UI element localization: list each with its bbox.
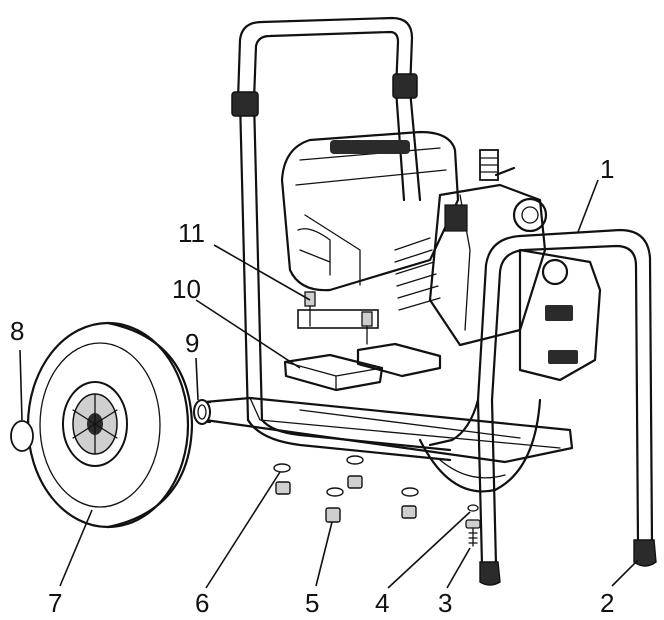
mounting-bolts bbox=[297, 291, 379, 345]
bolt-icon bbox=[361, 311, 373, 345]
nut-icon bbox=[325, 507, 341, 523]
screw-icon bbox=[465, 519, 481, 547]
callout-2: 2 bbox=[600, 588, 614, 618]
washer-icon bbox=[273, 463, 291, 473]
vent-grille-icon bbox=[394, 237, 441, 311]
base-frame bbox=[193, 396, 574, 493]
right-grip-icon bbox=[392, 73, 418, 99]
washer-icon bbox=[346, 455, 364, 465]
washer-icon bbox=[401, 487, 419, 497]
rubber-pads bbox=[283, 342, 442, 392]
loose-hardware bbox=[273, 455, 481, 547]
switch-icon bbox=[545, 305, 573, 321]
wheel bbox=[26, 321, 194, 529]
foot-cap-icon bbox=[479, 561, 501, 586]
callout-9: 9 bbox=[185, 328, 199, 358]
leader-lines bbox=[19, 179, 639, 589]
callout-6: 6 bbox=[195, 588, 209, 618]
handle-frame bbox=[231, 16, 422, 422]
motor-top-panel-icon bbox=[330, 140, 410, 154]
nut-icon bbox=[401, 505, 417, 519]
axle-collar-icon bbox=[193, 399, 211, 425]
pressure-knob-icon bbox=[512, 197, 548, 233]
small-washer-icon bbox=[467, 504, 479, 512]
foot-cap-icon bbox=[633, 539, 657, 567]
control-dial-icon bbox=[541, 258, 569, 286]
washer-icon bbox=[326, 487, 344, 497]
callout-5: 5 bbox=[305, 588, 319, 618]
hub-cap-icon bbox=[10, 420, 34, 452]
bolt-icon bbox=[304, 291, 316, 327]
callout-3: 3 bbox=[438, 588, 452, 618]
callout-7: 7 bbox=[48, 588, 62, 618]
nut-icon bbox=[275, 481, 291, 495]
front-frame bbox=[246, 228, 657, 586]
left-grip-icon bbox=[231, 91, 259, 117]
callout-1: 1 bbox=[600, 154, 614, 184]
nut-icon bbox=[347, 475, 363, 489]
callout-4: 4 bbox=[375, 588, 389, 618]
callout-8: 8 bbox=[10, 316, 24, 346]
motor-housing bbox=[280, 130, 602, 382]
callout-10: 10 bbox=[172, 274, 201, 304]
callout-11: 11 bbox=[178, 218, 205, 248]
